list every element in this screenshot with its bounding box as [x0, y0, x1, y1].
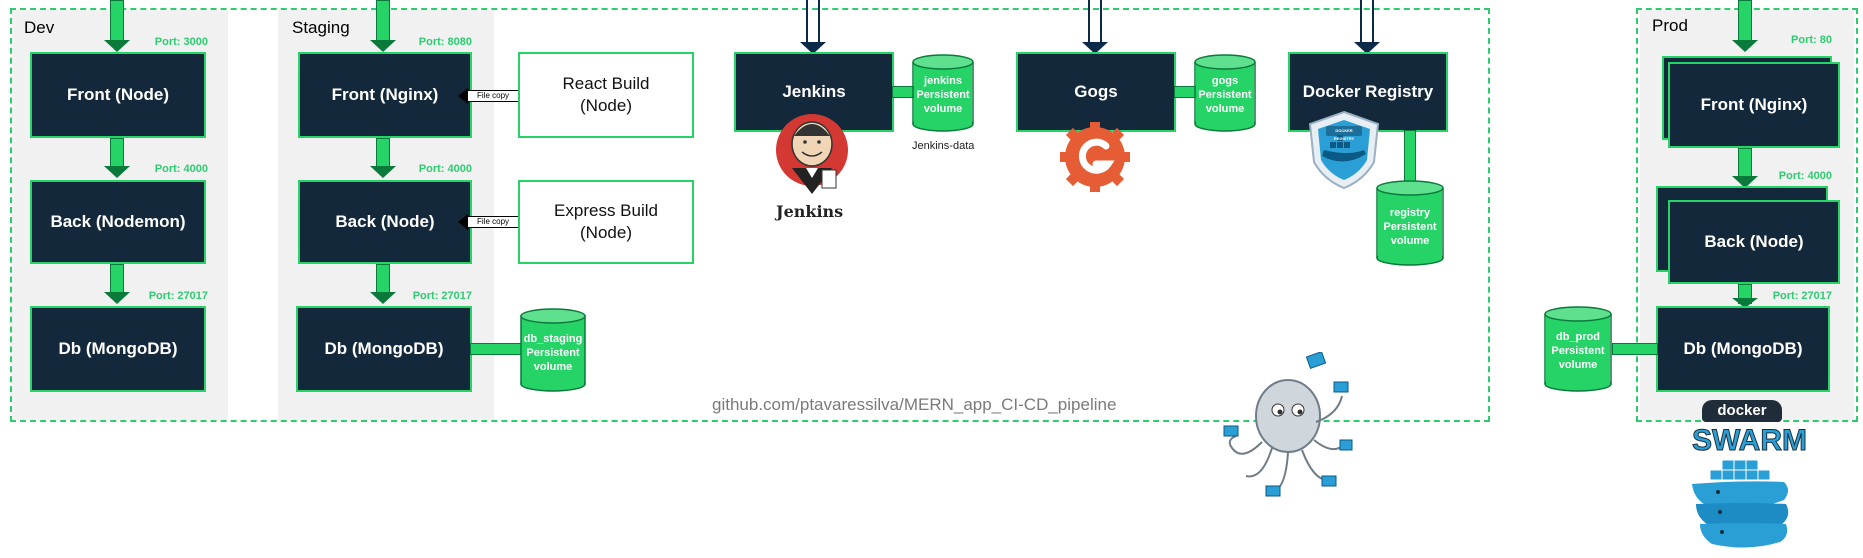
arrow-down-icon: [800, 42, 826, 54]
arrow-down-icon: [370, 292, 396, 304]
dev-front-port: Port: 3000: [154, 36, 208, 48]
prod-db-node[interactable]: Db (MongoDB): [1656, 306, 1830, 392]
swarm-whales-icon: [1692, 460, 1789, 548]
dev-back-node[interactable]: Back (Nodemon): [30, 180, 206, 264]
gogs-volume: gogs Persistent volume: [1194, 54, 1256, 132]
prod-front-node[interactable]: Front (Nginx): [1668, 62, 1840, 148]
cylinder-icon: [520, 308, 586, 392]
arrow-down-icon: [104, 292, 130, 304]
prod-db-port: Port: 27017: [1772, 290, 1832, 302]
cylinder-icon: [1544, 306, 1612, 392]
dev-group-label: Dev: [24, 18, 55, 37]
dev-db-node[interactable]: Db (MongoDB): [30, 306, 206, 392]
arrow-down-icon: [1354, 42, 1380, 54]
staging-back-node[interactable]: Back (Node): [298, 180, 472, 264]
gogs-input-arrow: [1088, 0, 1102, 44]
staging-db-volume-connector: [470, 343, 524, 355]
gogs-volume-label: gogs Persistent volume: [1198, 75, 1252, 115]
swarm-top-banner: [1702, 400, 1782, 422]
staging-db-port: Port: 27017: [412, 290, 472, 302]
registry-volume-label: registry Persistent volume: [1383, 207, 1437, 247]
arrow-down-icon: [1732, 176, 1758, 188]
staging-group-label: Staging: [292, 18, 350, 37]
prod-db-volume-label: db_prod Persistent volume: [1551, 331, 1605, 371]
dev-back-db-connector: [110, 264, 124, 294]
dev-db-port: Port: 27017: [148, 290, 208, 302]
arrow-down-icon: [370, 40, 396, 52]
staging-db-volume: db_staging Persistent volume: [520, 308, 586, 392]
prod-group-label: Prod: [1652, 16, 1688, 35]
docker-compose-octopus-icon: [1222, 350, 1354, 500]
jenkins-volume: jenkins Persistent volume: [912, 54, 974, 132]
docker-registry-badge-icon: DOCKER REGISTRY: [1304, 110, 1384, 190]
staging-db-volume-label: db_staging Persistent volume: [523, 333, 583, 373]
prod-back-node[interactable]: Back (Node): [1668, 200, 1840, 284]
prod-front-port: Port: 80: [1791, 34, 1832, 46]
prod-front-connector: [1738, 0, 1752, 42]
prod-front-back-connector: [1738, 148, 1752, 178]
prod-back-port: Port: 4000: [1778, 170, 1832, 182]
jenkins-input-arrow: [806, 0, 820, 44]
staging-db-node[interactable]: Db (MongoDB): [296, 306, 472, 392]
repo-link[interactable]: github.com/ptavaressilva/MERN_app_CI-CD_…: [712, 395, 1117, 414]
arrow-left-icon: [458, 214, 468, 230]
cylinder-icon: [1376, 180, 1444, 266]
prod-db-volume: db_prod Persistent volume: [1544, 306, 1612, 392]
registry-volume: registry Persistent volume: [1376, 180, 1444, 266]
arrow-down-icon: [1082, 42, 1108, 54]
staging-express-build[interactable]: Express Build (Node): [518, 180, 694, 264]
staging-front-node[interactable]: Front (Nginx): [298, 52, 472, 138]
dev-back-port: Port: 4000: [154, 163, 208, 175]
dev-front-node[interactable]: Front (Node): [30, 52, 206, 138]
staging-front-back-connector: [376, 138, 390, 168]
arrow-down-icon: [1732, 40, 1758, 52]
registry-badge-text: DOCKER REGISTRY: [1333, 128, 1355, 141]
arrow-down-icon: [370, 166, 396, 178]
arrow-left-icon: [458, 88, 468, 104]
gogs-logo-icon: [1058, 120, 1132, 194]
staging-back-db-connector: [376, 264, 390, 294]
swarm-top-text: docker: [1717, 402, 1767, 419]
dev-front-connector: [110, 0, 124, 42]
prod-db-volume-connector: [1612, 343, 1658, 355]
jenkins-logo: Jenkins: [772, 106, 852, 221]
staging-file-copy-1: File copy: [466, 90, 526, 102]
swarm-word: SWARM: [1692, 424, 1808, 458]
staging-file-copy-2: File copy: [466, 216, 526, 228]
docker-swarm-logo: docker SWARM: [1684, 398, 1808, 556]
cylinder-icon: [1194, 54, 1256, 132]
cylinder-icon: [912, 54, 974, 132]
arrow-down-icon: [104, 166, 130, 178]
jenkins-logo-text: Jenkins: [776, 202, 844, 221]
dev-staging-tools-group: [10, 8, 1490, 422]
jenkins-butler-icon: [776, 114, 848, 194]
registry-input-arrow: [1360, 0, 1374, 44]
jenkins-volume-label: jenkins Persistent volume: [916, 75, 970, 115]
jenkins-data-caption: Jenkins-data: [912, 140, 975, 152]
dev-front-back-connector: [110, 138, 124, 168]
registry-volume-connector: [1404, 130, 1416, 186]
arrow-down-icon: [1732, 298, 1758, 308]
staging-front-port: Port: 8080: [418, 36, 472, 48]
staging-react-build[interactable]: React Build (Node): [518, 52, 694, 138]
arrow-down-icon: [104, 40, 130, 52]
staging-back-port: Port: 4000: [418, 163, 472, 175]
staging-front-connector: [376, 0, 390, 42]
